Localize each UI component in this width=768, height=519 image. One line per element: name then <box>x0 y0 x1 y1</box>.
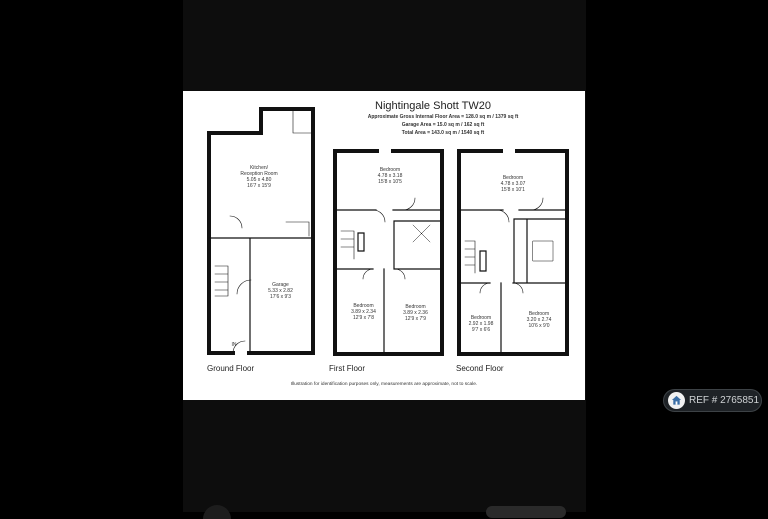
entrance-label: IN <box>231 342 237 348</box>
plan-title: Nightingale Shott TW20 <box>375 100 491 112</box>
floor-label-second: Second Floor <box>456 364 504 373</box>
room-f2-bedroom-3: Bedroom 3.20 x 2.74 10'6 x 9'0 <box>526 311 552 329</box>
home-pin-icon <box>668 392 685 409</box>
room-kitchen: Kitchen/ Reception Room 5.05 x 4.80 16'7… <box>240 165 278 189</box>
floor-label-ground: Ground Floor <box>207 364 255 373</box>
room-f1-bedroom-1: Bedroom 4.78 x 3.18 15'8 x 10'5 <box>377 167 403 185</box>
area-gross: Approximate Gross Internal Floor Area = … <box>367 114 519 120</box>
area-total: Total Area = 143.0 sq m / 1540 sq ft <box>401 130 485 136</box>
first-floor-walls <box>333 149 444 356</box>
reference-text: REF # 2765851 <box>689 395 760 406</box>
floorplan-image: Nightingale Shott TW20 Approximate Gross… <box>183 91 585 400</box>
room-garage: Garage 5.33 x 2.82 17'6 x 9'3 <box>268 282 293 300</box>
area-garage: Garage Area = 15.0 sq m / 162 sq ft <box>401 122 485 128</box>
room-f2-bedroom-2: Bedroom 2.92 x 1.98 9'7 x 6'6 <box>468 315 494 333</box>
ground-floor-walls <box>207 107 315 355</box>
floor-label-first: First Floor <box>329 364 365 373</box>
disclaimer-text: Illustration for identification purposes… <box>290 382 478 387</box>
second-floor-walls <box>457 149 569 356</box>
room-f1-bedroom-2: Bedroom 3.89 x 2.34 12'9 x 7'8 <box>351 303 376 321</box>
room-f1-bedroom-3: Bedroom 3.89 x 2.36 12'9 x 7'9 <box>403 304 428 322</box>
reference-badge[interactable]: REF # 2765851 <box>663 389 762 412</box>
floorplan-drawing <box>207 107 569 356</box>
bottom-bar[interactable] <box>486 506 566 518</box>
room-f2-bedroom-1: Bedroom 4.78 x 3.07 15'8 x 10'1 <box>500 175 526 193</box>
